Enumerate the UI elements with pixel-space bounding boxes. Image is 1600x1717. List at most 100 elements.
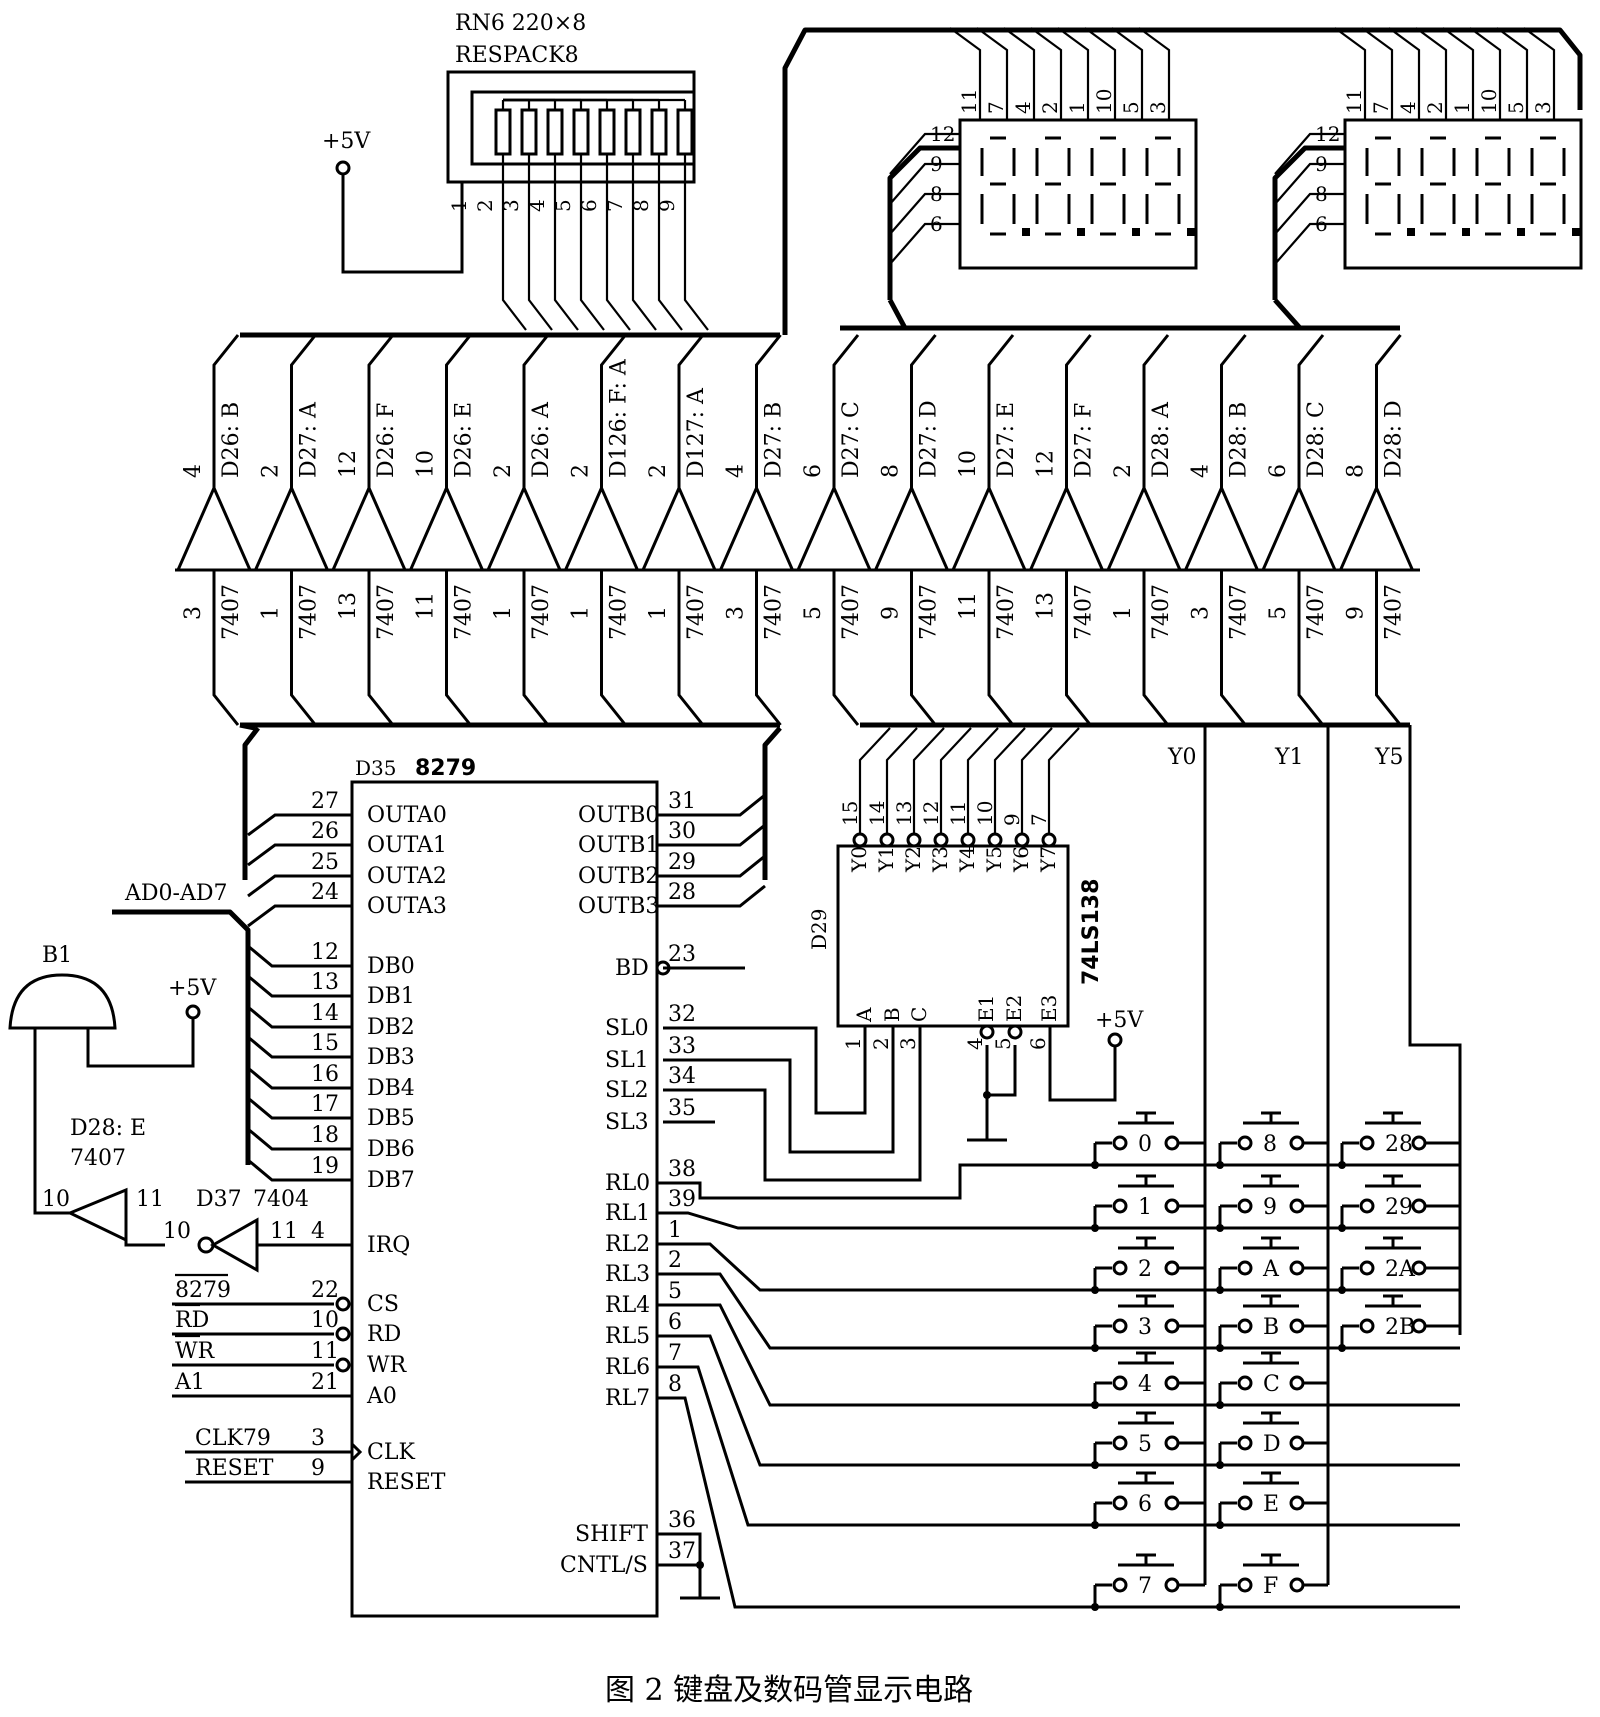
buffer-type: 7407 [529, 584, 554, 640]
pin-name: OUTB1 [578, 833, 659, 858]
buffer-in-pin: 1 [1111, 606, 1136, 620]
buffer-type: 7407 [994, 584, 1019, 640]
buzzer-symbol [8, 973, 117, 1030]
display-body [1343, 118, 1583, 270]
buffer-in-pin: 5 [801, 606, 826, 620]
chip-8279-right-pin: CNTL/S37 [560, 1539, 696, 1578]
key-switch[interactable]: C [1216, 1351, 1328, 1409]
decoder-input-name: B [880, 1007, 904, 1022]
pin-name: OUTB0 [578, 803, 659, 828]
resistor-pack-label: RN6 220×8 [455, 11, 586, 36]
display-top-pin: 10 [1477, 89, 1501, 114]
chip-8279-part: 8279 [415, 756, 476, 781]
buffer-type: 7407 [452, 584, 477, 640]
decoder-part: 74LS138 [1079, 879, 1104, 985]
pin-number: 31 [668, 789, 696, 814]
buffer-out-pin: 4 [181, 464, 206, 478]
buffer-name: D28: C [1304, 401, 1329, 478]
decoder-output-name: Y5 [982, 846, 1006, 873]
key-label: 1 [1138, 1195, 1152, 1220]
pin-name: CS [367, 1292, 399, 1317]
display-top-pin: 10 [1092, 89, 1116, 114]
key-switch[interactable]: 3 [1091, 1294, 1205, 1352]
key-switch[interactable]: 7 [1091, 1553, 1205, 1611]
key-label: 4 [1138, 1372, 1152, 1397]
pin-name: SHIFT [575, 1522, 648, 1547]
key-label: C [1263, 1372, 1280, 1397]
pin-number: 33 [668, 1034, 696, 1059]
rn-supply-label: +5V [322, 129, 371, 154]
key-switch[interactable]: 4 [1091, 1351, 1205, 1409]
key-switch[interactable]: 2B [1338, 1294, 1460, 1352]
key-switch[interactable]: 29 [1338, 1174, 1460, 1232]
key-switch[interactable]: 9 [1216, 1174, 1328, 1232]
key-switch[interactable]: 2A [1338, 1236, 1460, 1294]
key-switch[interactable]: 28 [1338, 1111, 1460, 1169]
key-switch[interactable]: D [1216, 1411, 1328, 1469]
key-switch[interactable]: 6 [1091, 1471, 1205, 1529]
pin-name: RL2 [605, 1232, 650, 1257]
decoder-input-pin: 4 [963, 1037, 987, 1050]
key-label: 9 [1263, 1195, 1277, 1220]
decoder-74ls138: D29 74LS138 Y015Y114Y213Y312Y411Y510Y69Y… [663, 727, 1144, 1182]
rn-pin-label: 2 [473, 199, 497, 212]
rn-pin-label: 1 [447, 199, 471, 212]
data-bus-label: AD0-AD7 [124, 881, 227, 906]
key-switch[interactable]: E [1216, 1471, 1328, 1529]
buffer-type: 7407 [1304, 584, 1329, 640]
pin-name: IRQ [367, 1233, 410, 1258]
pin-name: OUTB2 [578, 864, 659, 889]
pin-name: RL1 [605, 1201, 650, 1226]
key-switch[interactable]: F [1216, 1553, 1328, 1611]
display-top-pin: 11 [957, 89, 981, 114]
chip-8279-ref: D35 [355, 756, 396, 780]
wr-signal-label: WR [175, 1339, 216, 1364]
decoder-output-name: Y3 [928, 846, 952, 873]
key-switch[interactable]: 2 [1091, 1236, 1205, 1294]
key-switch[interactable]: 1 [1091, 1174, 1205, 1232]
pin-number: 13 [311, 970, 339, 995]
pin-number: 7 [668, 1341, 682, 1366]
resistor [624, 108, 642, 156]
pin-number: 8 [668, 1372, 682, 1397]
buffer-name: D126: F: A [607, 358, 632, 478]
buffer-name: D26: A [529, 401, 554, 478]
pin-number: 17 [311, 1092, 339, 1117]
column-label: Y1 [1274, 745, 1304, 770]
buffer-out-pin: 2 [569, 464, 594, 478]
pin-name: DB2 [367, 1015, 415, 1040]
buffer-name: D28: B [1227, 402, 1252, 478]
buffer-name: D26: B [219, 402, 244, 478]
chip-8279: D35 8279 OUTA027OUTA126OUTA225OUTA324DB0… [247, 756, 1095, 1618]
buffer-in-pin: 11 [956, 592, 981, 620]
key-switch[interactable]: B [1216, 1294, 1328, 1352]
key-label: 2B [1385, 1315, 1415, 1340]
key-label: 2A [1385, 1257, 1416, 1282]
key-switch[interactable]: A [1216, 1236, 1328, 1294]
key-switch[interactable]: 8 [1216, 1111, 1328, 1169]
buffer-in-pin: 5 [1266, 606, 1291, 620]
key-label: B [1263, 1315, 1279, 1340]
key-label: 28 [1385, 1132, 1413, 1157]
gate1-in-pin: 11 [136, 1187, 164, 1212]
buffer-in-pin: 1 [569, 606, 594, 620]
key-switch[interactable]: 5 [1091, 1411, 1205, 1469]
pin-name: RESET [367, 1470, 446, 1495]
pin-number: 12 [311, 940, 339, 965]
decoder-output-pin: 14 [865, 801, 889, 826]
pin-name: OUTA1 [367, 833, 447, 858]
pin-number: 24 [311, 880, 339, 905]
display-top-pin: 2 [1423, 101, 1447, 114]
key-switch[interactable]: 0 [1091, 1111, 1205, 1169]
